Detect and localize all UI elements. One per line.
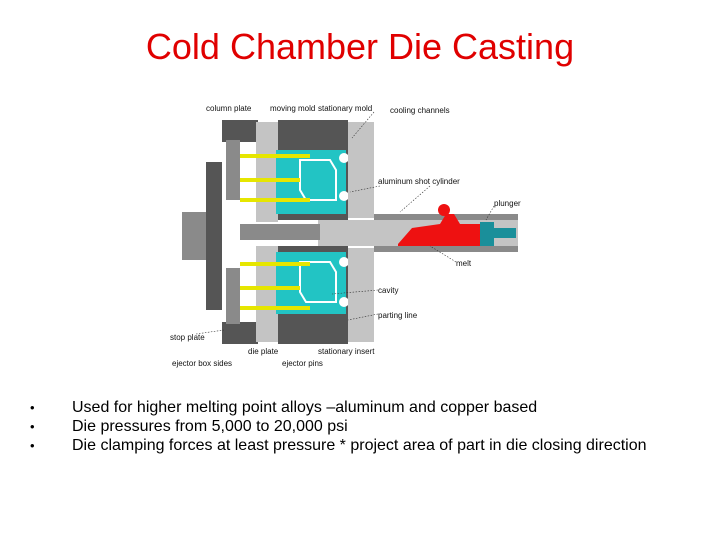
bullet-item: • Used for higher melting point alloys –… — [30, 398, 690, 417]
platen-block — [182, 212, 208, 260]
ejector-pins — [240, 154, 310, 310]
bullet-marker: • — [30, 419, 35, 434]
melt-pour — [438, 204, 450, 216]
label-stationary-insert: stationary insert — [318, 347, 375, 356]
label-plunger: plunger — [494, 199, 521, 208]
label-cooling-channels: cooling channels — [390, 106, 450, 115]
slide-title: Cold Chamber Die Casting — [145, 26, 575, 67]
ejector-plate-bottom — [226, 268, 240, 324]
bullet-text: Die clamping forces at least pressure * … — [72, 437, 647, 454]
melt — [398, 214, 480, 246]
part-outline-top — [299, 159, 337, 201]
label-ejector-box-sides: ejector box sides — [172, 359, 232, 368]
label-moving-mold: moving mold — [270, 104, 315, 113]
cooling-channel — [339, 297, 349, 307]
label-parting-line: parting line — [378, 311, 418, 320]
moving-die-top — [256, 122, 278, 222]
label-shot-cylinder: aluminum shot cylinder — [378, 177, 460, 186]
stationary-platen-bottom — [348, 248, 374, 342]
label-cavity: cavity — [378, 286, 398, 295]
ejector-box-top — [222, 120, 258, 142]
plunger-rod — [494, 228, 516, 238]
label-stop-plate: stop plate — [170, 333, 205, 342]
bullet-marker: • — [30, 438, 35, 453]
ejector-plate-top — [226, 140, 240, 200]
biscuit — [240, 224, 320, 240]
shot-cylinder-wall-bottom — [374, 246, 518, 252]
platen-plate — [206, 162, 222, 310]
part-outline-bottom — [299, 261, 337, 303]
bullet-text: Used for higher melting point alloys –al… — [72, 399, 538, 416]
label-column-plate: column plate — [206, 104, 252, 113]
cooling-channel — [339, 257, 349, 267]
cooling-channel — [339, 191, 349, 201]
label-stationary-mold: stationary mold — [318, 104, 372, 113]
bullet-item: • Die clamping forces at least pressure … — [30, 436, 690, 455]
bullet-marker: • — [30, 400, 35, 415]
label-die-plate: die plate — [248, 347, 279, 356]
plunger-head — [480, 222, 494, 246]
bullet-list: • Used for higher melting point alloys –… — [30, 398, 690, 455]
cooling-channel — [339, 153, 349, 163]
bullet-text: Die pressures from 5,000 to 20,000 psi — [72, 418, 348, 435]
moving-die-bottom — [256, 246, 278, 342]
stationary-platen-top — [348, 122, 374, 218]
label-melt: melt — [456, 259, 472, 268]
label-ejector-pins: ejector pins — [282, 359, 323, 368]
ejector-box-bottom — [222, 322, 258, 344]
bullet-item: • Die pressures from 5,000 to 20,000 psi — [30, 417, 690, 436]
